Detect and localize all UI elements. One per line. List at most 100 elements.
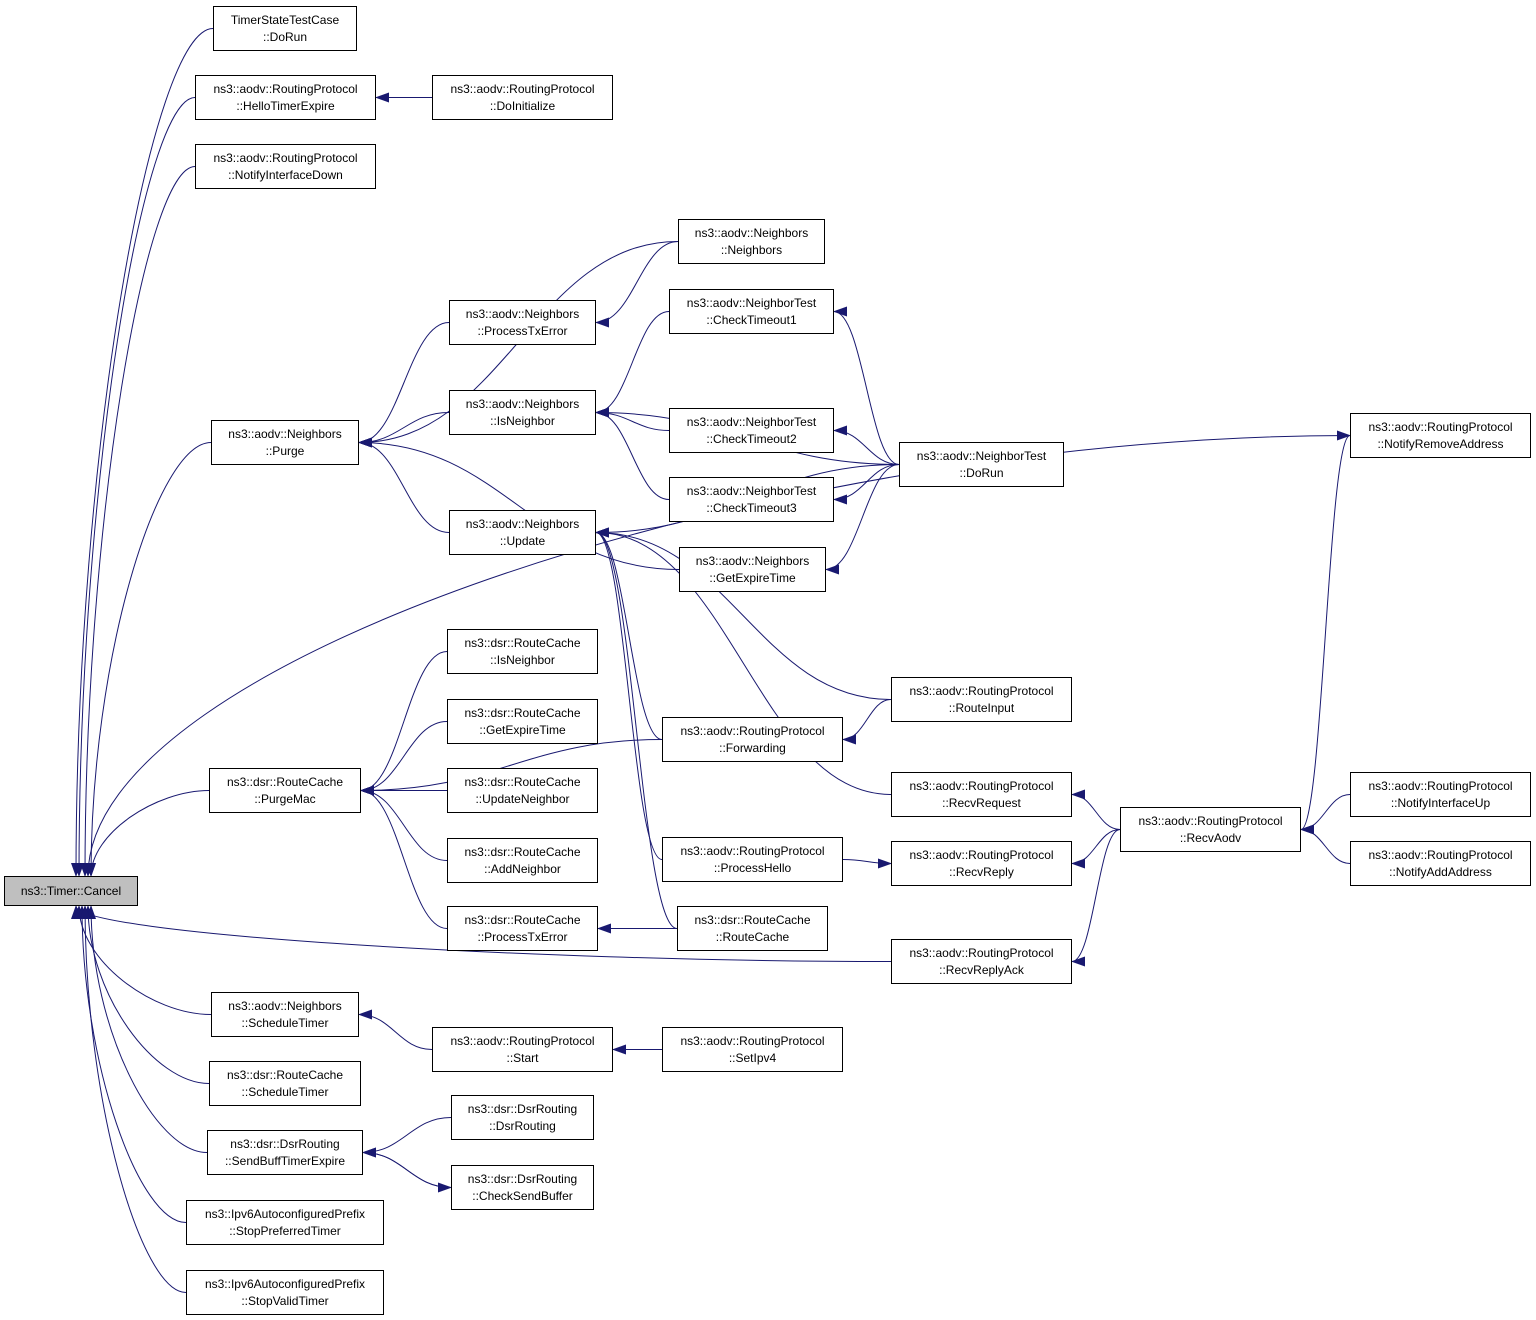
node-label-line: ::RecvRequest bbox=[942, 795, 1021, 810]
node-label-line: ns3::aodv::RoutingProtocol bbox=[1138, 813, 1283, 828]
node-checkto3[interactable]: ns3::aodv::NeighborTest::CheckTimeout3 bbox=[669, 477, 834, 522]
node-label-line: ::IsNeighbor bbox=[490, 652, 555, 667]
node-forwarding[interactable]: ns3::aodv::RoutingProtocol::Forwarding bbox=[662, 717, 843, 762]
node-notifyremove[interactable]: ns3::aodv::RoutingProtocol::NotifyRemove… bbox=[1350, 413, 1531, 458]
node-label-line: ns3::Timer::Cancel bbox=[20, 883, 122, 898]
node-label-line: ns3::aodv::RoutingProtocol bbox=[680, 723, 825, 738]
node-sendbuff[interactable]: ns3::dsr::DsrRouting::SendBuffTimerExpir… bbox=[207, 1130, 363, 1175]
edge-forwarding-to-purgemac bbox=[360, 739, 663, 796]
node-label-line: ns3::aodv::RoutingProtocol bbox=[909, 683, 1054, 698]
edge-processhello-to-recvreply bbox=[842, 858, 892, 869]
edge-routeinput-to-update bbox=[595, 527, 892, 700]
node-start[interactable]: ns3::aodv::RoutingProtocol::Start bbox=[432, 1027, 613, 1072]
node-recvaodv[interactable]: ns3::aodv::RoutingProtocol::RecvAodv bbox=[1120, 807, 1301, 852]
node-rcaddnb[interactable]: ns3::dsr::RouteCache::AddNeighbor bbox=[447, 838, 598, 883]
node-label-line: ::RecvReplyAck bbox=[939, 962, 1024, 977]
node-rcisneighbor[interactable]: ns3::dsr::RouteCache::IsNeighbor bbox=[447, 629, 598, 674]
node-isneighbor[interactable]: ns3::aodv::Neighbors::IsNeighbor bbox=[449, 390, 596, 435]
node-update[interactable]: ns3::aodv::Neighbors::Update bbox=[449, 510, 596, 555]
node-notifyadd[interactable]: ns3::aodv::RoutingProtocol::NotifyAddAdd… bbox=[1350, 841, 1531, 886]
node-label-line: ns3::aodv::NeighborTest bbox=[686, 483, 817, 498]
node-checksend[interactable]: ns3::dsr::DsrRouting::CheckSendBuffer bbox=[451, 1165, 594, 1210]
node-rcprocesstx[interactable]: ns3::dsr::RouteCache::ProcessTxError bbox=[447, 906, 598, 951]
edge-checkto2-to-isneighbor bbox=[595, 407, 670, 431]
edge-hellotimer-to-cancel bbox=[74, 97, 196, 877]
node-label-line: ns3::aodv::Neighbors bbox=[228, 426, 342, 441]
node-label-line: ns3::aodv::RoutingProtocol bbox=[909, 945, 1054, 960]
node-ntdorun[interactable]: ns3::aodv::NeighborTest::DoRun bbox=[899, 442, 1064, 487]
node-label-line: ns3::aodv::RoutingProtocol bbox=[1368, 778, 1513, 793]
edge-processtx-to-purge bbox=[358, 322, 450, 448]
node-neighbors[interactable]: ns3::aodv::Neighbors::Neighbors bbox=[678, 219, 825, 264]
node-label-line: ::Update bbox=[499, 533, 546, 548]
edge-recvaodv-to-recvrequest bbox=[1071, 789, 1121, 830]
edge-neighbors-to-processtx bbox=[595, 241, 679, 328]
edge-rcprocesstx-to-purgemac bbox=[360, 785, 448, 929]
edge-checkto3-to-isneighbor bbox=[595, 407, 670, 500]
node-setipv4[interactable]: ns3::aodv::RoutingProtocol::SetIpv4 bbox=[662, 1027, 843, 1072]
edge-forwarding-to-update bbox=[595, 527, 663, 740]
node-label-line: ::Neighbors bbox=[720, 242, 783, 257]
node-rcschedule[interactable]: ns3::dsr::RouteCache::ScheduleTimer bbox=[209, 1061, 361, 1106]
edge-checkto1-to-isneighbor bbox=[595, 311, 670, 418]
node-label-line: ::RecvReply bbox=[949, 864, 1014, 879]
node-recvreply[interactable]: ns3::aodv::RoutingProtocol::RecvReply bbox=[891, 841, 1072, 886]
node-label-line: ::ProcessTxError bbox=[477, 929, 568, 944]
node-processhello[interactable]: ns3::aodv::RoutingProtocol::ProcessHello bbox=[662, 837, 843, 882]
node-cancel[interactable]: ns3::Timer::Cancel bbox=[4, 876, 138, 906]
node-label-line: ::GetExpireTime bbox=[479, 722, 566, 737]
node-checkto2[interactable]: ns3::aodv::NeighborTest::CheckTimeout2 bbox=[669, 408, 834, 453]
edge-rcschedule-to-cancel bbox=[83, 905, 210, 1084]
node-doinit[interactable]: ns3::aodv::RoutingProtocol::DoInitialize bbox=[432, 75, 613, 120]
node-label-line: ns3::aodv::RoutingProtocol bbox=[1368, 419, 1513, 434]
node-label-line: ::SendBuffTimerExpire bbox=[224, 1153, 346, 1168]
node-stoppref[interactable]: ns3::Ipv6AutoconfiguredPrefix::StopPrefe… bbox=[186, 1200, 384, 1245]
node-notifyifup[interactable]: ns3::aodv::RoutingProtocol::NotifyInterf… bbox=[1350, 772, 1531, 817]
node-label-line: ns3::Ipv6AutoconfiguredPrefix bbox=[204, 1206, 366, 1221]
node-getexpire[interactable]: ns3::aodv::Neighbors::GetExpireTime bbox=[679, 547, 826, 592]
node-timerstate[interactable]: TimerStateTestCase::DoRun bbox=[213, 6, 357, 51]
node-label-line: ::SetIpv4 bbox=[728, 1050, 777, 1065]
node-label-line: ns3::aodv::Neighbors bbox=[465, 396, 580, 411]
node-label-line: ::DoInitialize bbox=[489, 98, 556, 113]
edge-purge-to-cancel bbox=[86, 442, 212, 877]
edge-dsrrouting-to-sendbuff bbox=[362, 1117, 452, 1158]
node-label-line: ns3::aodv::RoutingProtocol bbox=[909, 778, 1054, 793]
node-notifyifdown[interactable]: ns3::aodv::RoutingProtocol::NotifyInterf… bbox=[195, 144, 376, 189]
node-stopvalid[interactable]: ns3::Ipv6AutoconfiguredPrefix::StopValid… bbox=[186, 1270, 384, 1315]
edge-rcgetexpire-to-purgemac bbox=[360, 721, 448, 796]
node-label-line: ns3::dsr::RouteCache bbox=[694, 912, 811, 927]
node-purge[interactable]: ns3::aodv::Neighbors::Purge bbox=[211, 420, 359, 465]
node-rcupdatenb[interactable]: ns3::dsr::RouteCache::UpdateNeighbor bbox=[447, 768, 598, 813]
node-label-line: ::CheckSendBuffer bbox=[472, 1188, 573, 1203]
node-label-line: ::Purge bbox=[265, 443, 305, 458]
node-label-line: ::RouteCache bbox=[715, 929, 790, 944]
node-label-line: ns3::dsr::RouteCache bbox=[464, 844, 581, 859]
edge-recvrequest-to-update bbox=[595, 527, 892, 795]
node-purgemac[interactable]: ns3::dsr::RouteCache::PurgeMac bbox=[209, 768, 361, 813]
node-recvrequest[interactable]: ns3::aodv::RoutingProtocol::RecvRequest bbox=[891, 772, 1072, 817]
edge-ntdorun-to-checkto1 bbox=[833, 306, 900, 465]
node-recvreplyack[interactable]: ns3::aodv::RoutingProtocol::RecvReplyAck bbox=[891, 939, 1072, 984]
node-rcgetexpire[interactable]: ns3::dsr::RouteCache::GetExpireTime bbox=[447, 699, 598, 744]
node-label-line: ::StopPreferredTimer bbox=[229, 1223, 341, 1238]
edge-recvaodv-to-recvreply bbox=[1071, 829, 1121, 869]
edge-notifyifdown-to-cancel bbox=[80, 166, 196, 877]
node-label-line: ns3::aodv::Neighbors bbox=[694, 225, 809, 240]
node-label-line: ns3::aodv::RoutingProtocol bbox=[1368, 847, 1513, 862]
node-hellotimer[interactable]: ns3::aodv::RoutingProtocol::HelloTimerEx… bbox=[195, 75, 376, 120]
node-label-line: ns3::dsr::DsrRouting bbox=[467, 1101, 578, 1116]
node-checkto1[interactable]: ns3::aodv::NeighborTest::CheckTimeout1 bbox=[669, 289, 834, 334]
node-label-line: ::ProcessHello bbox=[713, 860, 792, 875]
node-label-line: ::DoRun bbox=[959, 465, 1004, 480]
node-label-line: ::DsrRouting bbox=[489, 1118, 556, 1133]
node-dsrrouting[interactable]: ns3::dsr::DsrRouting::DsrRouting bbox=[451, 1095, 594, 1140]
node-processtx[interactable]: ns3::aodv::Neighbors::ProcessTxError bbox=[449, 300, 596, 345]
node-label-line: ::StopValidTimer bbox=[241, 1293, 329, 1308]
node-routeinput[interactable]: ns3::aodv::RoutingProtocol::RouteInput bbox=[891, 677, 1072, 722]
node-nbschedule[interactable]: ns3::aodv::Neighbors::ScheduleTimer bbox=[211, 992, 359, 1037]
edge-notifyadd-to-recvaodv bbox=[1300, 824, 1351, 864]
node-rcroutecache[interactable]: ns3::dsr::RouteCache::RouteCache bbox=[677, 906, 828, 951]
node-label-line: ::HelloTimerExpire bbox=[236, 98, 335, 113]
edge-notifyremove-to-cancel bbox=[83, 435, 1351, 877]
